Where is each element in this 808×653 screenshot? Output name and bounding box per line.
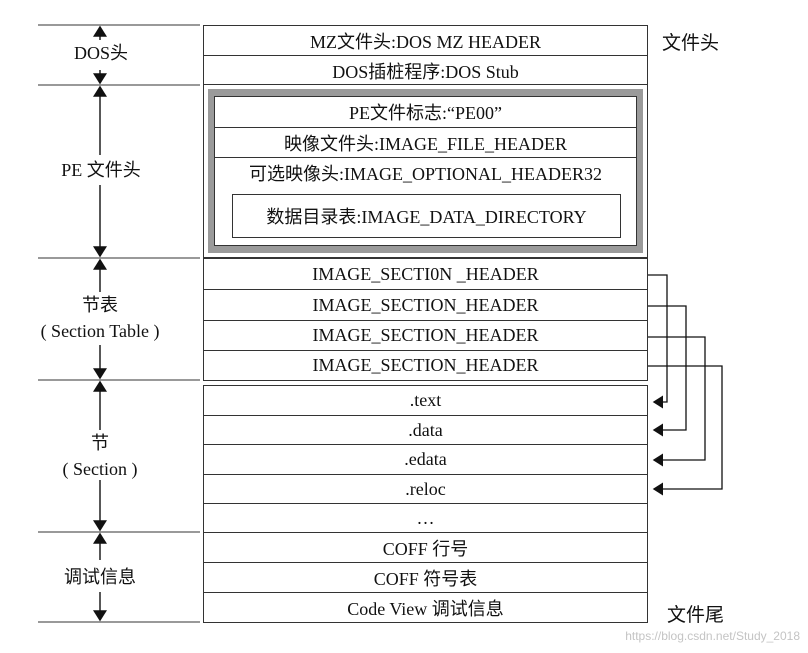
section-table-label-line1: 节表 <box>82 295 118 315</box>
optional-header-row: 可选映像头:IMAGE_OPTIONAL_HEADER32 <box>249 164 602 184</box>
section-label-line1: 节 <box>91 433 109 453</box>
section-label-line2: ( Section ) <box>62 459 138 479</box>
watermark: https://blog.csdn.net/Study_2018 <box>625 629 800 643</box>
section-header-row-2: IMAGE_SECTION_HEADER <box>203 289 648 321</box>
debug-group-label: 调试信息 <box>64 567 136 587</box>
section-header-row-3: IMAGE_SECTION_HEADER <box>203 320 648 351</box>
section-row-edata: .edata <box>203 444 648 475</box>
file-tail-label: 文件尾 <box>667 605 725 626</box>
section-row-reloc: .reloc <box>203 474 648 504</box>
dos-group-label: DOS头 <box>73 43 128 63</box>
dos-stub-row: DOS插桩程序:DOS Stub <box>203 55 648 86</box>
section-header-row-1: IMAGE_SECTI0N _HEADER <box>203 258 648 290</box>
pe-group-label: PE 文件头 <box>61 160 141 180</box>
section-connectors <box>648 274 723 496</box>
section-group-label: 节 ( Section ) <box>30 430 170 482</box>
dos-mz-header-row: MZ文件头:DOS MZ HEADER <box>203 25 648 56</box>
section-table-label-line2: ( Section Table ) <box>40 321 160 341</box>
data-directory-box: 数据目录表:IMAGE_DATA_DIRECTORY <box>232 194 621 238</box>
connector-header-1-to-text <box>648 274 668 409</box>
code-view-debug-row: Code View 调试信息 <box>203 592 648 623</box>
file-head-label: 文件头 <box>662 33 720 54</box>
section-row-text: .text <box>203 385 648 416</box>
pe-signature-row: PE文件标志:“PE00” <box>214 96 637 128</box>
image-file-header-row: 映像文件头:IMAGE_FILE_HEADER <box>214 128 637 158</box>
connector-header-2-to-data <box>648 305 687 437</box>
left-separators <box>38 24 200 623</box>
connector-header-3-to-edata <box>648 336 706 467</box>
section-table-group-label: 节表 ( Section Table ) <box>12 292 188 344</box>
section-row-data: .data <box>203 415 648 445</box>
connector-header-4-to-reloc <box>648 365 723 496</box>
section-row-ellipsis: … <box>203 503 648 533</box>
section-header-row-4: IMAGE_SECTION_HEADER <box>203 350 648 381</box>
coff-line-numbers-row: COFF 行号 <box>203 532 648 563</box>
coff-symbol-table-row: COFF 符号表 <box>203 562 648 593</box>
